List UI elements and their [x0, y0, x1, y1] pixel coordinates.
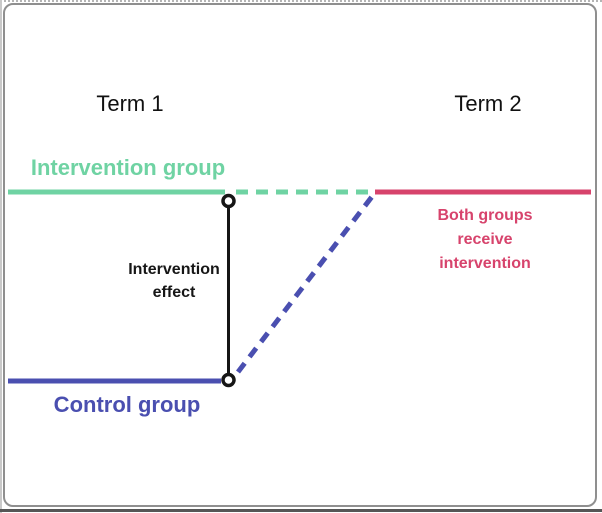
page-edge-bottom: [0, 509, 602, 512]
diagram-panel: [3, 3, 597, 507]
term2-label: Term 2: [454, 91, 522, 116]
effect-endpoint-bottom: [221, 372, 236, 388]
page-edge-top: [0, 0, 602, 2]
intervention-effect-label: Intervention effect: [128, 261, 220, 301]
both-groups-label: Both groups receive intervention: [437, 207, 533, 272]
term1-label: Term 1: [96, 91, 164, 116]
control-group-label: Control group: [53, 392, 201, 417]
page-edge-left: [0, 0, 2, 513]
intervention-group-label: Intervention group: [30, 155, 226, 180]
effect-endpoint-top: [221, 193, 236, 209]
control-to-intervention-dashed-line: [236, 192, 376, 374]
